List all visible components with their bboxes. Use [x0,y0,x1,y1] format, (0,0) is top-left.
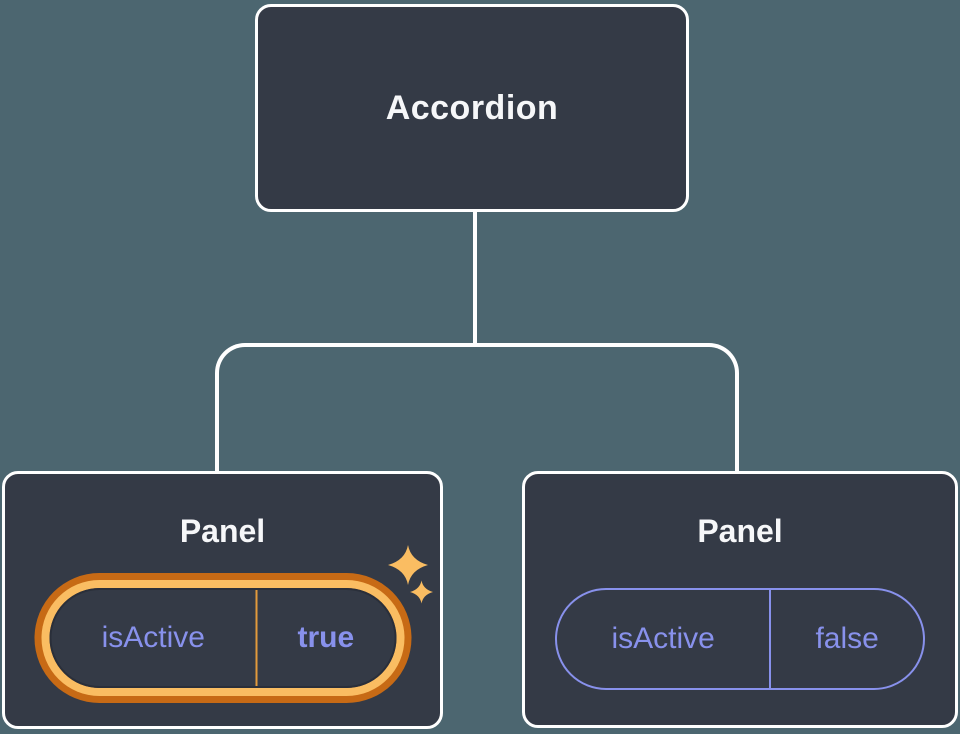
prop-pill-inactive: isActive false [555,588,925,690]
node-panel-inactive: Panel isActive false [522,471,958,728]
sparkle-icon-small [410,580,433,604]
prop-divider [255,590,258,686]
accordion-node-label: Accordion [385,88,559,127]
connector-stem [473,210,477,345]
prop-value-false: false [815,622,879,655]
sparkle-icon-large [388,545,428,585]
prop-pill-active: isActive true [49,588,396,688]
node-accordion: Accordion [255,4,689,212]
prop-divider [769,590,772,688]
connector-bracket [215,343,739,472]
panel-active-label: Panel [179,513,266,549]
prop-name: isActive [611,622,715,655]
panel-inactive-label: Panel [697,513,783,549]
prop-value-true: true [297,621,355,654]
prop-name: isActive [101,621,205,654]
node-panel-active: Panel isActive true [2,471,443,729]
